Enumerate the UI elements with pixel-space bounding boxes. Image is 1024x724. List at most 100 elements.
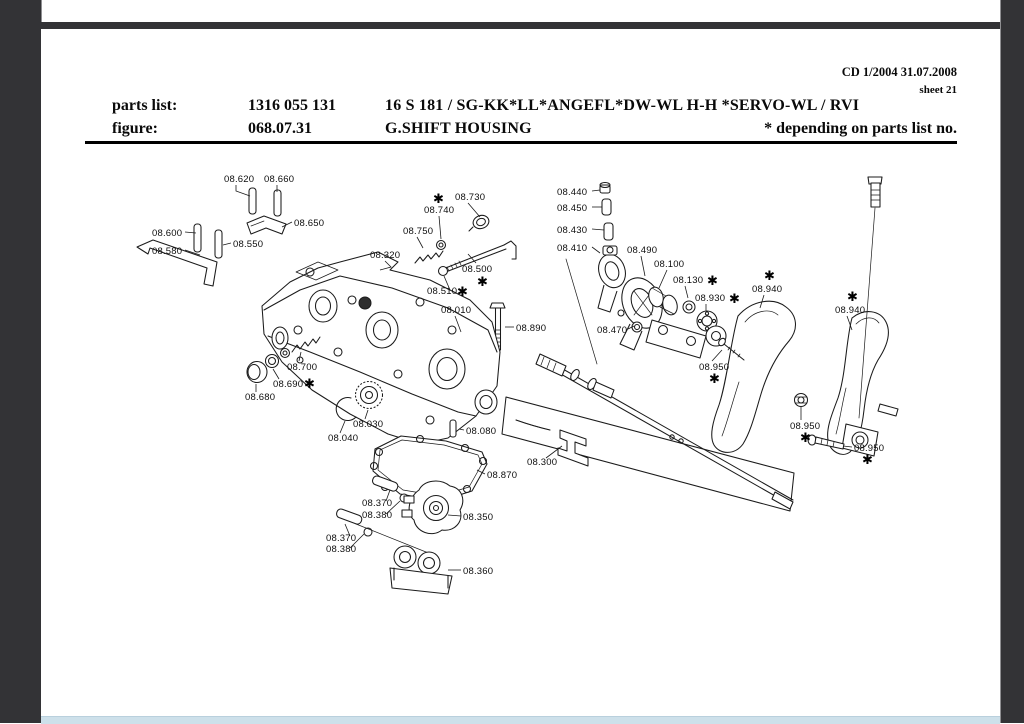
shift-housing-body: [261, 251, 501, 445]
part-label: 08.100: [654, 259, 684, 270]
part-label: 08.740: [424, 205, 454, 216]
part-label: 08.650: [294, 218, 324, 229]
part-label: 08.010: [441, 305, 471, 316]
part-label: 08.380: [362, 510, 392, 521]
leader-line: [385, 489, 391, 502]
variant-asterisk: ✱: [862, 453, 873, 468]
part-label: 08.510: [427, 286, 457, 297]
leader-line: [281, 221, 293, 228]
parts-list-label: parts list:: [112, 97, 178, 114]
variant-asterisk: ✱: [707, 274, 718, 289]
part-label: 08.370: [326, 533, 356, 544]
part-label: 08.300: [527, 457, 557, 468]
part-label: 08.950: [699, 362, 729, 373]
leader-line: [658, 269, 668, 289]
leader-line: [349, 533, 365, 549]
variant-asterisk: ✱: [709, 372, 720, 387]
part-label: 08.620: [224, 174, 254, 185]
part-label: 08.660: [264, 174, 294, 185]
leader-line: [438, 215, 442, 240]
leader-line: [184, 231, 197, 234]
leader-line: [454, 315, 462, 333]
window-frame-left: [0, 0, 42, 723]
part-label: 08.040: [328, 433, 358, 444]
part-label: 08.470: [597, 325, 627, 336]
part-label: 08.870: [487, 470, 517, 481]
leader-line: [364, 409, 369, 420]
variant-asterisk: ✱: [433, 192, 444, 207]
part-label: 08.350: [463, 512, 493, 523]
leader-line: [222, 242, 232, 246]
part-label: 08.940: [835, 305, 865, 316]
leader-line: [640, 255, 646, 277]
part-label: 08.410: [557, 243, 587, 254]
leader-line: [443, 275, 451, 291]
leader-line: [846, 315, 853, 331]
part-label-layer: 08.620 08.660 08.650 08.600 08.550 08.580 08.3…: [152, 174, 884, 577]
detent-parts-bottom: [336, 475, 464, 595]
part-label: 08.690: [273, 379, 303, 390]
figure-number: 068.07.31: [248, 120, 312, 137]
part-label: 08.550: [233, 239, 263, 250]
left-plug-spring-parts: [246, 336, 457, 438]
sheet-number: sheet 21: [919, 84, 957, 96]
part-label: 08.360: [463, 566, 493, 577]
part-label: 08.950: [854, 443, 884, 454]
part-label: 08.490: [627, 245, 657, 256]
leader-line: [467, 253, 477, 264]
variant-asterisk: ✱: [729, 292, 740, 307]
bottom-status-bar: [41, 716, 1000, 724]
leader-line: [184, 249, 201, 256]
part-label: 08.370: [362, 498, 392, 509]
part-label: 08.890: [516, 323, 546, 334]
part-label: 08.730: [455, 192, 485, 203]
part-label: 08.320: [370, 250, 400, 261]
parts-list-description: 16 S 181 / SG-KK*LL*ANGEFL*DW-WL H-H *SE…: [385, 97, 860, 114]
parts-list-number: 1316 055 131: [248, 97, 336, 114]
part-label: 08.950: [790, 421, 820, 432]
leader-line: [385, 500, 401, 515]
variant-asterisk: ✱: [457, 285, 468, 300]
part-label: 08.380: [326, 544, 356, 555]
leader-line: [591, 228, 605, 231]
part-label: 08.580: [152, 246, 182, 257]
window-frame-top-bar: [41, 22, 1000, 29]
leader-line: [379, 260, 392, 271]
hand-lever-left: [645, 300, 809, 453]
window-frame-right: [1000, 0, 1024, 723]
part-label: 08.440: [557, 187, 587, 198]
variant-asterisk: ✱: [800, 431, 811, 446]
document-page: CD 1/2004 31.07.2008 sheet 21 parts list…: [41, 29, 1000, 716]
leader-line: [684, 285, 689, 299]
variant-asterisk: ✱: [847, 290, 858, 305]
leader-line: [545, 445, 563, 459]
leader-line: [272, 368, 280, 380]
figure-title: G.SHIFT HOUSING: [385, 120, 532, 137]
leader-line: [842, 445, 853, 448]
figure-label: figure:: [112, 120, 158, 137]
leader-line: [458, 428, 465, 431]
top-left-pins-and-brackets: [136, 187, 287, 287]
part-label: 08.600: [152, 228, 182, 239]
hand-lever-right: [807, 176, 899, 457]
cd-version-line: CD 1/2004 31.07.2008: [841, 65, 957, 79]
shift-rail-and-panel: [501, 353, 795, 512]
part-label: 08.130: [673, 275, 703, 286]
part-label: 08.680: [245, 392, 275, 403]
leader-line: [467, 202, 481, 218]
part-label: 08.700: [287, 362, 317, 373]
part-label: 08.940: [752, 284, 782, 295]
part-label: 08.430: [557, 225, 587, 236]
leader-line: [627, 325, 635, 330]
leader-line: [416, 236, 424, 249]
variant-asterisk: ✱: [764, 269, 775, 284]
variant-asterisk: ✱: [477, 275, 488, 290]
part-label: 08.930: [695, 293, 725, 304]
part-label: 08.450: [557, 203, 587, 214]
part-label: 08.080: [466, 426, 496, 437]
leader-line: [591, 246, 601, 254]
leader-line: [759, 294, 765, 309]
header-rule: [85, 141, 957, 144]
part-label: 08.500: [462, 264, 492, 275]
